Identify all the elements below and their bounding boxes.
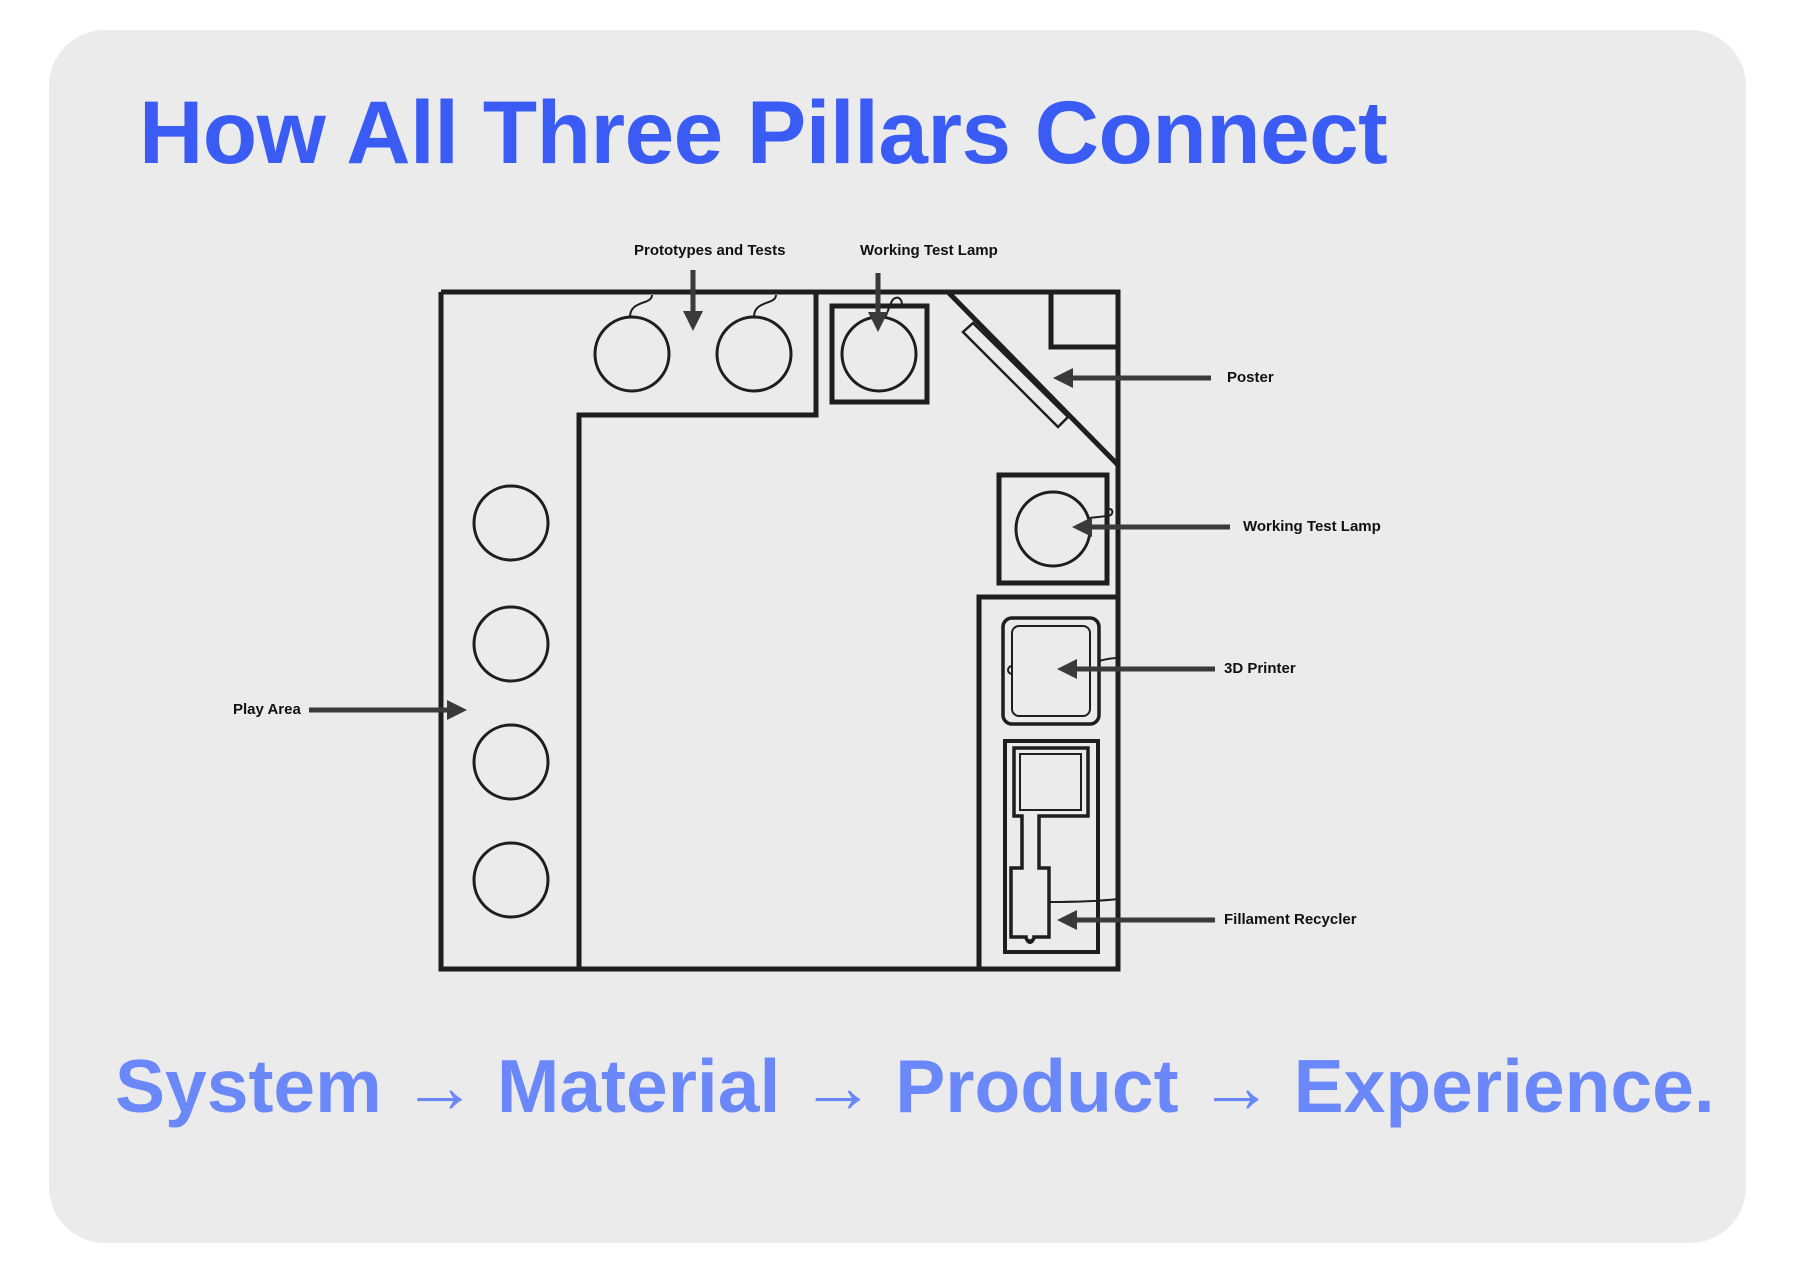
right-arrow-icon: → [401,1044,477,1128]
right-arrow-icon: → [1198,1044,1274,1128]
poster-board [961,321,1070,429]
printer-cord [1098,657,1119,662]
slide-card [49,30,1746,1243]
recycler-hopper [1019,753,1082,811]
pillar-flow-tagline: System→Material→Product→Experience. [115,1043,1715,1129]
corner-nook [1048,292,1118,350]
step-experience: Experience. [1293,1044,1715,1128]
play-area-seat-1 [472,484,550,562]
page-title: How All Three Pillars Connect [139,82,1388,182]
equipment-cabinet [976,594,1118,969]
recycler-body [1009,746,1090,943]
play-area-seat-2 [472,605,550,683]
play-area-seat-3 [472,723,550,801]
label-working-test-lamp-top: Working Test Lamp [860,242,998,259]
test-lamp-right [1014,490,1092,568]
label-3d-printer: 3D Printer [1224,660,1296,677]
step-material: Material [496,1044,781,1128]
lamp-cord-2 [753,294,777,318]
prototype-lamp-2 [715,315,793,393]
printer-notch [1007,665,1013,675]
inner-l-wall [576,292,819,969]
label-working-test-lamp-right: Working Test Lamp [1243,518,1381,535]
lamp-cord-1 [629,294,653,318]
label-play-area: Play Area [233,701,301,718]
lamp-cord-top [884,296,903,319]
recycler-enclosure [1003,739,1100,954]
step-system: System [115,1044,382,1128]
label-poster: Poster [1227,369,1274,386]
prototype-lamp-1 [593,315,671,393]
lamp-cord-right [1088,507,1114,519]
recycler-nozzle [1025,937,1035,944]
recycler-cord [1048,898,1119,903]
test-lamp-top [840,315,918,393]
label-prototypes-and-tests: Prototypes and Tests [634,242,786,259]
right-arrow-icon: → [800,1044,876,1128]
play-area-seat-4 [472,841,550,919]
step-product: Product [895,1044,1179,1128]
label-fillament-recycler: Fillament Recycler [1224,911,1357,928]
